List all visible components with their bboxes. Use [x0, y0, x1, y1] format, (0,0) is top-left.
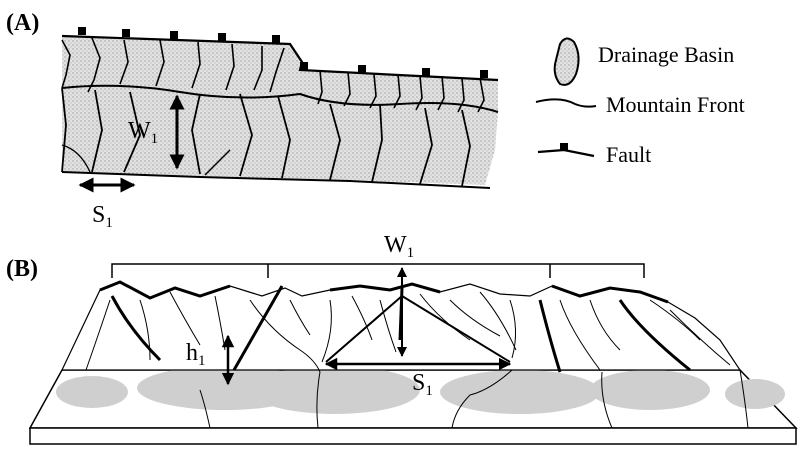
- legend-label-mountain-front: Mountain Front: [606, 92, 745, 117]
- w1-bracket-b: [112, 264, 644, 278]
- panel-a: (A): [6, 10, 498, 231]
- panel-b: (B): [6, 232, 796, 444]
- fault-tick-symbol: [560, 143, 568, 151]
- drainage-basin-symbol: [555, 38, 579, 84]
- panel-a-label: (A): [6, 10, 39, 36]
- s1-label-a: S1: [92, 202, 113, 231]
- mountain-front-line: [536, 99, 596, 106]
- slab-edge: [30, 428, 796, 444]
- legend-label-drainage-basin: Drainage Basin: [598, 42, 734, 67]
- legend-label-fault: Fault: [606, 142, 651, 167]
- w1-label-b: W1: [384, 232, 414, 261]
- legend: Drainage Basin Mountain Front Fault: [536, 38, 745, 167]
- panel-b-label: (B): [6, 256, 38, 282]
